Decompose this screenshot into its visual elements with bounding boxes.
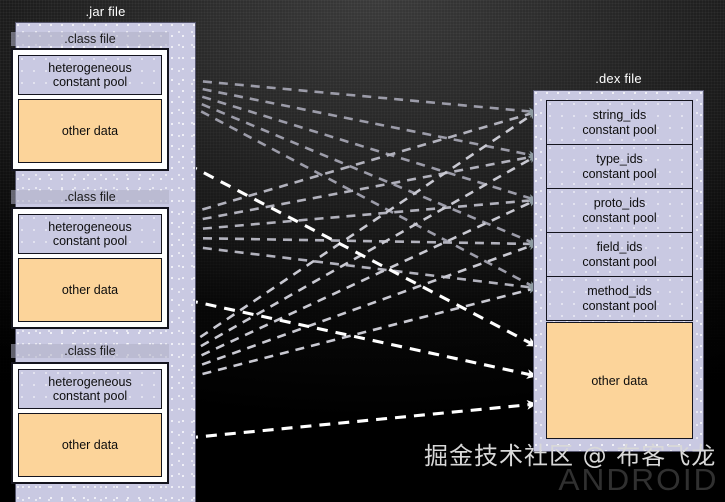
heterogeneous-constant-pool-box: heterogeneous constant pool bbox=[18, 55, 162, 95]
wires-classfile-1-pool bbox=[186, 78, 537, 290]
pool-line-2: constant pool bbox=[52, 389, 128, 403]
classfile-box: heterogeneous constant pool other data bbox=[11, 362, 169, 484]
dex-string-ids-pool: string_ids constant pool bbox=[546, 100, 693, 145]
dex-pool-line-1: string_ids bbox=[592, 108, 647, 123]
wires-classfile-3-pool bbox=[186, 110, 537, 380]
pool-line-1: heterogeneous bbox=[48, 61, 132, 75]
other-data-box: other data bbox=[18, 99, 162, 163]
pool-line-1: heterogeneous bbox=[48, 220, 132, 234]
dex-type-ids-pool: type_ids constant pool bbox=[546, 144, 693, 189]
other-data-label: other data bbox=[61, 124, 119, 138]
dex-pool-line-1: method_ids bbox=[587, 284, 652, 299]
heterogeneous-constant-pool-box: heterogeneous constant pool bbox=[18, 369, 162, 409]
dex-pool-line-2: constant pool bbox=[582, 298, 657, 313]
dex-file-title: .dex file bbox=[595, 71, 642, 86]
dex-other-data-label: other data bbox=[591, 373, 648, 388]
dex-pool-line-2: constant pool bbox=[582, 166, 657, 181]
pool-line-1: heterogeneous bbox=[48, 375, 132, 389]
wires-classfile-2-pool bbox=[186, 110, 537, 291]
pool-line-2: constant pool bbox=[52, 234, 128, 248]
jar-file-title: .jar file bbox=[85, 4, 126, 19]
dex-file-container: string_ids constant pool type_ids consta… bbox=[533, 90, 704, 452]
other-data-label: other data bbox=[61, 283, 119, 297]
classfile-label: .class file bbox=[11, 344, 169, 358]
dex-pool-line-1: type_ids bbox=[596, 152, 643, 167]
pool-line-2: constant pool bbox=[52, 75, 128, 89]
dex-other-data-box: other data bbox=[546, 322, 693, 439]
dex-pool-line-1: proto_ids bbox=[593, 196, 646, 211]
other-data-box: other data bbox=[18, 258, 162, 322]
heterogeneous-constant-pool-box: heterogeneous constant pool bbox=[18, 214, 162, 254]
other-data-label: other data bbox=[61, 438, 119, 452]
other-data-box: other data bbox=[18, 413, 162, 477]
credit-watermark: 掘金技术社区 @ 布客飞龙 bbox=[424, 442, 717, 470]
classfile-box: heterogeneous constant pool other data bbox=[11, 48, 169, 171]
classfile-label: .class file bbox=[11, 190, 169, 204]
dex-proto-ids-pool: proto_ids constant pool bbox=[546, 188, 693, 233]
dex-method-ids-pool: method_ids constant pool bbox=[546, 276, 693, 321]
classfile-label: .class file bbox=[11, 32, 169, 46]
android-brand-watermark: ANDROID bbox=[558, 462, 719, 497]
dex-pool-line-2: constant pool bbox=[582, 210, 657, 225]
wires-otherdata bbox=[186, 162, 538, 440]
dex-pool-line-2: constant pool bbox=[582, 254, 657, 269]
classfile-box: heterogeneous constant pool other data bbox=[11, 207, 169, 329]
dex-pool-line-1: field_ids bbox=[596, 240, 643, 255]
dex-pool-line-2: constant pool bbox=[582, 122, 657, 137]
dex-field-ids-pool: field_ids constant pool bbox=[546, 232, 693, 277]
